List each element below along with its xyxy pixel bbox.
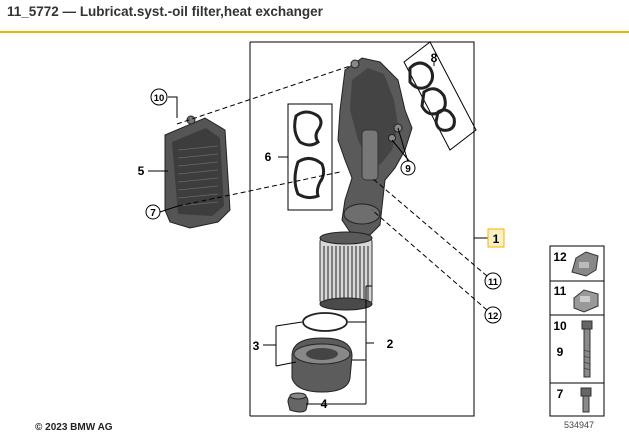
sidebar-item-12[interactable]: 12 <box>553 250 599 277</box>
oil-filter-cartridge-illustration <box>319 231 373 311</box>
svg-text:8: 8 <box>431 51 438 65</box>
svg-text:2: 2 <box>387 337 394 351</box>
title-divider <box>0 31 629 33</box>
svg-text:5: 5 <box>138 164 145 178</box>
o-ring-illustration <box>302 312 348 332</box>
svg-text:9: 9 <box>405 164 411 175</box>
svg-text:12: 12 <box>488 311 499 322</box>
clip-icon <box>571 251 599 277</box>
copyright-notice: © 2023 BMW AG <box>35 422 113 433</box>
assembly-frame <box>249 41 490 417</box>
svg-text:7: 7 <box>150 208 156 219</box>
svg-text:3: 3 <box>253 339 260 353</box>
svg-text:7: 7 <box>557 387 564 401</box>
callout-2[interactable]: 2 <box>374 335 394 351</box>
drain-plug-illustration <box>287 392 309 413</box>
svg-text:6: 6 <box>265 150 272 164</box>
callout-9[interactable]: 9 <box>400 160 416 176</box>
callout-6[interactable]: 6 <box>265 150 272 164</box>
gasket-set-8 <box>403 41 477 151</box>
svg-text:11: 11 <box>488 277 499 288</box>
callout-8[interactable]: 8 <box>431 51 438 65</box>
callout-11[interactable]: 11 <box>484 272 502 290</box>
clamp-icon <box>573 289 599 313</box>
callout-12[interactable]: 12 <box>484 306 502 324</box>
callout-1[interactable]: 1 <box>487 228 505 248</box>
svg-text:9: 9 <box>557 345 564 359</box>
svg-text:10: 10 <box>553 319 567 333</box>
sidebar-item-7[interactable]: 7 <box>557 387 592 413</box>
svg-text:10: 10 <box>154 93 165 104</box>
svg-text:1: 1 <box>493 232 500 246</box>
gasket-set-6 <box>287 103 333 211</box>
sidebar-item-10[interactable]: 10 <box>553 319 567 333</box>
svg-text:4: 4 <box>321 397 328 411</box>
svg-text:12: 12 <box>553 250 567 264</box>
heat-exchanger-illustration <box>164 115 231 229</box>
filter-cap-illustration <box>291 337 353 393</box>
callout-10[interactable]: 10 <box>150 88 168 106</box>
page-title: 11_5772 — Lubricat.syst.-oil filter,heat… <box>7 4 323 19</box>
callout-3[interactable]: 3 <box>253 339 260 353</box>
leader-lines <box>148 62 488 405</box>
svg-text:11: 11 <box>554 284 567 298</box>
callout-5[interactable]: 5 <box>138 164 145 178</box>
screw-icon <box>580 387 592 413</box>
reference-number: 534947 <box>564 420 595 430</box>
oil-filter-housing-illustration <box>337 57 413 236</box>
sidebar-item-11[interactable]: 11 <box>554 284 599 313</box>
sidebar-item-9[interactable]: 9 <box>557 320 593 378</box>
callout-4[interactable]: 4 <box>321 397 328 411</box>
callout-7[interactable]: 7 <box>145 204 161 220</box>
small-parts-sidebar <box>549 245 605 417</box>
bolt-icon <box>581 320 593 378</box>
